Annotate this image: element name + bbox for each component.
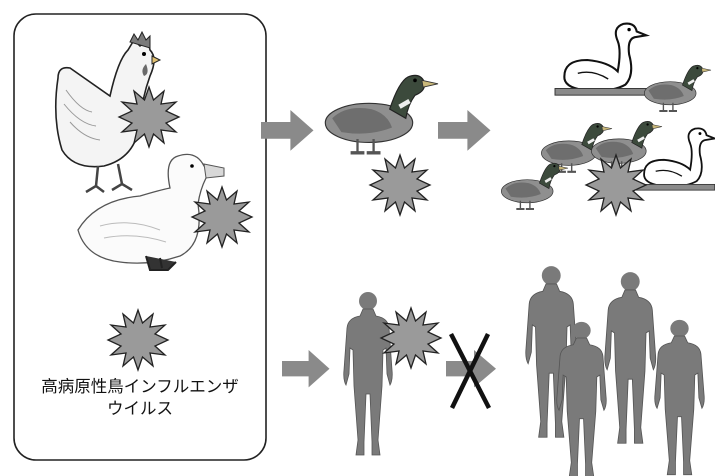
arrow-icon-to-human bbox=[282, 350, 330, 387]
mallard-icon bbox=[325, 75, 438, 152]
human-icon-infected bbox=[344, 292, 393, 455]
mallard-icon-flock-1 bbox=[644, 65, 711, 111]
virus-icon-flock bbox=[586, 155, 646, 215]
virus-icon-mallard bbox=[370, 155, 430, 215]
virus-label-line1: 高病原性鳥インフルエンザ bbox=[14, 376, 266, 397]
virus-label-line2: ウイルス bbox=[14, 398, 266, 419]
human-icon-group-4 bbox=[655, 320, 704, 475]
arrow-icon-to-mallard bbox=[261, 110, 314, 151]
arrow-icon-to-flock bbox=[438, 110, 491, 151]
swan-icon-top bbox=[555, 24, 646, 96]
mallard-icon-flock-4 bbox=[501, 163, 568, 209]
swan-icon-bottom bbox=[636, 128, 715, 190]
human-icon-group-2 bbox=[605, 272, 656, 443]
